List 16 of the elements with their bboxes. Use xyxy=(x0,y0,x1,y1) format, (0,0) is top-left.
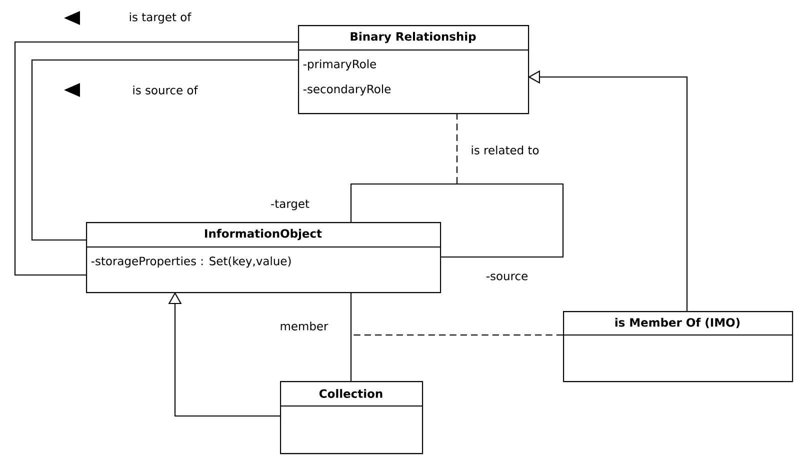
association-line xyxy=(14,41,298,276)
association-line xyxy=(350,183,564,258)
edge-label: is related to xyxy=(469,144,541,156)
class-box: Collection xyxy=(280,381,424,454)
role-label: -source xyxy=(486,274,528,280)
dashed-line xyxy=(351,334,563,336)
role-label: -target xyxy=(271,200,310,210)
association-line xyxy=(31,59,298,241)
class-box: is Member Of (IMO) xyxy=(563,311,794,382)
dashed-line xyxy=(456,113,458,184)
edge-label: member xyxy=(278,320,330,332)
class-box: InformationObject -storageProperties : Set(key,value) xyxy=(86,222,442,294)
edge-label: is source of xyxy=(130,84,200,96)
association-line xyxy=(350,292,352,381)
edge-label: is target of xyxy=(127,11,193,25)
class-box: Binary Relationship -primaryRole -secondaryRole xyxy=(298,25,530,114)
